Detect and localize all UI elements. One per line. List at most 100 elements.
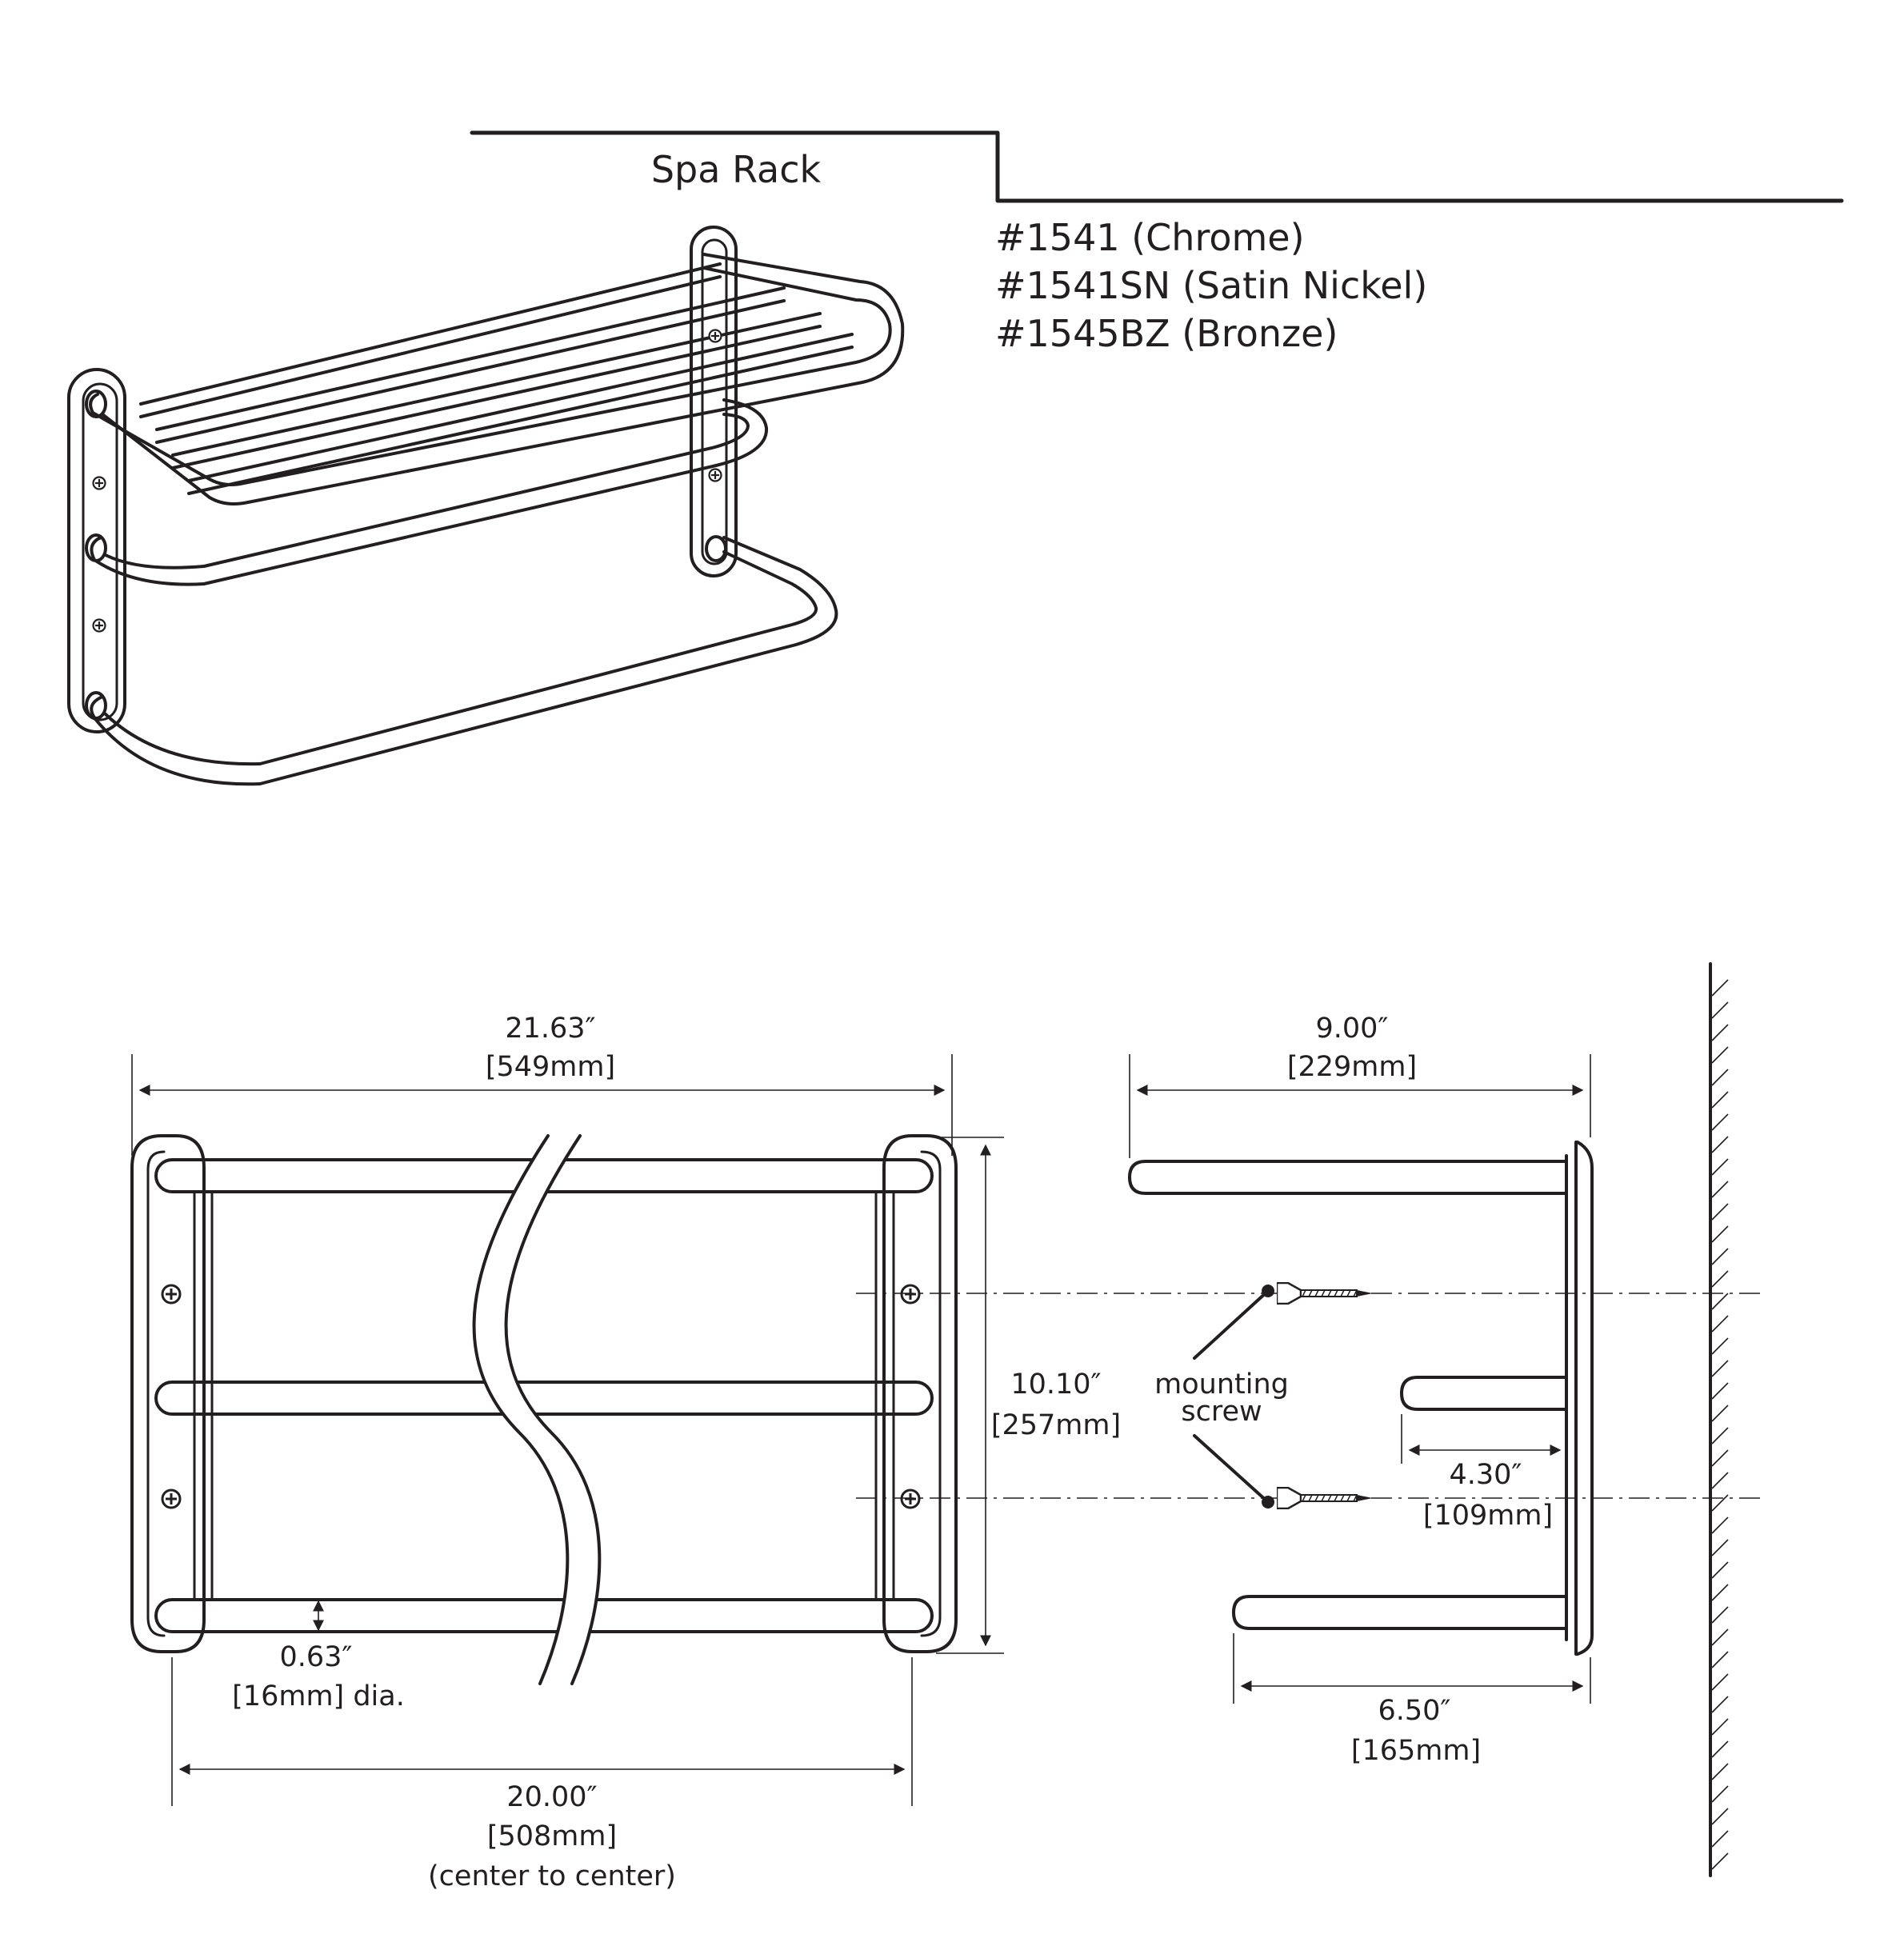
- dim-bottom-projection: 6.50″ [165mm]: [1233, 1633, 1591, 1767]
- dim-middle-projection: 4.30″ [109mm]: [1401, 1414, 1562, 1532]
- svg-text:[109mm]: [109mm]: [1423, 1500, 1553, 1532]
- product-title: Spa Rack: [651, 148, 822, 191]
- right-lower-cap: [705, 535, 727, 562]
- leader-upper: [1193, 1289, 1270, 1360]
- hatch-stroke: [1711, 1091, 1729, 1109]
- screw-head-icon: [161, 1284, 182, 1305]
- screw-head-icon: [92, 618, 106, 633]
- hatch-stroke: [1711, 1069, 1729, 1086]
- hatch-stroke: [1711, 1046, 1729, 1064]
- svg-text:9.00″: 9.00″: [1315, 1013, 1388, 1045]
- svg-text:21.63″: 21.63″: [505, 1013, 595, 1045]
- middle-end-cap: [85, 533, 107, 562]
- left-plate-inner: [82, 382, 118, 721]
- hatch-stroke: [1711, 1852, 1729, 1870]
- hatch-stroke: [1711, 1136, 1729, 1153]
- hatch-stroke: [1711, 1427, 1729, 1445]
- shelf-end-cap: [85, 390, 107, 418]
- side-view: mounting screw: [856, 962, 1764, 1877]
- side-bottom-bar: [1232, 1595, 1568, 1630]
- svg-text:10.10″: 10.10″: [1010, 1369, 1101, 1401]
- svg-text:[549mm]: [549mm]: [486, 1051, 615, 1083]
- bottom-end-cap: [85, 691, 107, 720]
- hatch-stroke: [1711, 1001, 1729, 1019]
- model-chrome: #1541 (Chrome): [995, 216, 1305, 259]
- screw-head-icon: [92, 476, 106, 490]
- isometric-view: [67, 226, 905, 786]
- svg-text:(center to center): (center to center): [428, 1860, 676, 1892]
- hatch-stroke: [1711, 1628, 1729, 1646]
- hatch-stroke: [1711, 1606, 1729, 1624]
- hatch-stroke: [1711, 1449, 1729, 1467]
- title-rule: [470, 130, 1844, 203]
- svg-text:[257mm]: [257mm]: [991, 1409, 1121, 1441]
- svg-text:20.00″: 20.00″: [506, 1781, 597, 1813]
- hatch-stroke: [1711, 1584, 1729, 1601]
- wall-hatch: [1711, 979, 1729, 1870]
- hatch-stroke: [1711, 1808, 1729, 1825]
- hatch-stroke: [1711, 1248, 1729, 1265]
- mounting-screw-label-2: screw: [1181, 1396, 1262, 1428]
- screw-head-icon: [900, 1488, 921, 1509]
- shelf-slats: [139, 262, 854, 495]
- leader-lower: [1193, 1434, 1270, 1504]
- hatch-stroke: [1711, 1740, 1729, 1758]
- hatch-stroke: [1711, 1315, 1729, 1333]
- hatch-stroke: [1711, 1181, 1729, 1198]
- hatch-stroke: [1711, 1158, 1729, 1176]
- front-middle-bar: [154, 1381, 934, 1416]
- hatch-stroke: [1711, 1024, 1729, 1041]
- hatch-stroke: [1711, 1113, 1729, 1131]
- front-bottom-bar: [154, 1598, 934, 1633]
- title-block: Spa Rack #1541 (Chrome) #1541SN (Satin N…: [470, 130, 1844, 355]
- screw-head-icon: [708, 329, 722, 343]
- dim-tube-diameter: 0.63″ [16mm] dia.: [232, 1600, 405, 1712]
- break-line-right: [504, 1134, 602, 1685]
- bottom-bar-inner: [104, 550, 818, 766]
- hatch-stroke: [1711, 1673, 1729, 1691]
- hatch-stroke: [1711, 979, 1729, 997]
- break-gap: [474, 1136, 600, 1684]
- screw-head-icon: [161, 1488, 182, 1509]
- hatch-stroke: [1711, 1561, 1729, 1579]
- hatch-stroke: [1711, 1696, 1729, 1713]
- hatch-stroke: [1711, 1337, 1729, 1355]
- hatch-stroke: [1711, 1360, 1729, 1377]
- screw-head-icon: [900, 1284, 921, 1305]
- hatch-stroke: [1711, 1785, 1729, 1803]
- middle-bar-outer: [90, 398, 769, 586]
- front-left-plate: [130, 1134, 206, 1653]
- dim-top-projection: 9.00″ [229mm]: [1129, 1013, 1591, 1158]
- hatch-stroke: [1711, 1830, 1729, 1848]
- shelf-tube-outer: [89, 266, 892, 486]
- front-right-plate: [882, 1134, 958, 1653]
- side-middle-bar: [1400, 1376, 1568, 1411]
- screw-head-icon: [708, 468, 722, 482]
- hatch-stroke: [1711, 1270, 1729, 1288]
- mounting-screw-icon: [1277, 1487, 1373, 1509]
- dim-overall-width: 21.63″ [549mm]: [131, 1013, 953, 1156]
- svg-text:[16mm] dia.: [16mm] dia.: [232, 1680, 405, 1712]
- side-top-bar: [1128, 1160, 1568, 1195]
- shelf-tube-inner: [101, 253, 905, 505]
- svg-text:[229mm]: [229mm]: [1287, 1051, 1417, 1083]
- break-line-left: [472, 1134, 570, 1685]
- mounting-screw-label: mounting: [1154, 1369, 1289, 1401]
- hatch-stroke: [1711, 1539, 1729, 1556]
- hatch-stroke: [1711, 1494, 1729, 1512]
- hatch-stroke: [1711, 1203, 1729, 1221]
- right-plate-inner: [701, 238, 728, 565]
- front-left-plate-inner: [146, 1150, 166, 1637]
- model-bronze: #1545BZ (Bronze): [995, 312, 1338, 355]
- hatch-stroke: [1711, 1382, 1729, 1400]
- middle-bar-inner: [104, 413, 750, 569]
- hatch-stroke: [1711, 1225, 1729, 1243]
- svg-text:6.50″: 6.50″: [1378, 1695, 1450, 1727]
- side-wall-plate: [1574, 1141, 1594, 1656]
- svg-text:0.63″: 0.63″: [279, 1641, 352, 1673]
- svg-text:4.30″: 4.30″: [1449, 1459, 1522, 1491]
- hatch-stroke: [1711, 1516, 1729, 1534]
- left-wall-plate: [67, 368, 126, 733]
- hatch-stroke: [1711, 1718, 1729, 1736]
